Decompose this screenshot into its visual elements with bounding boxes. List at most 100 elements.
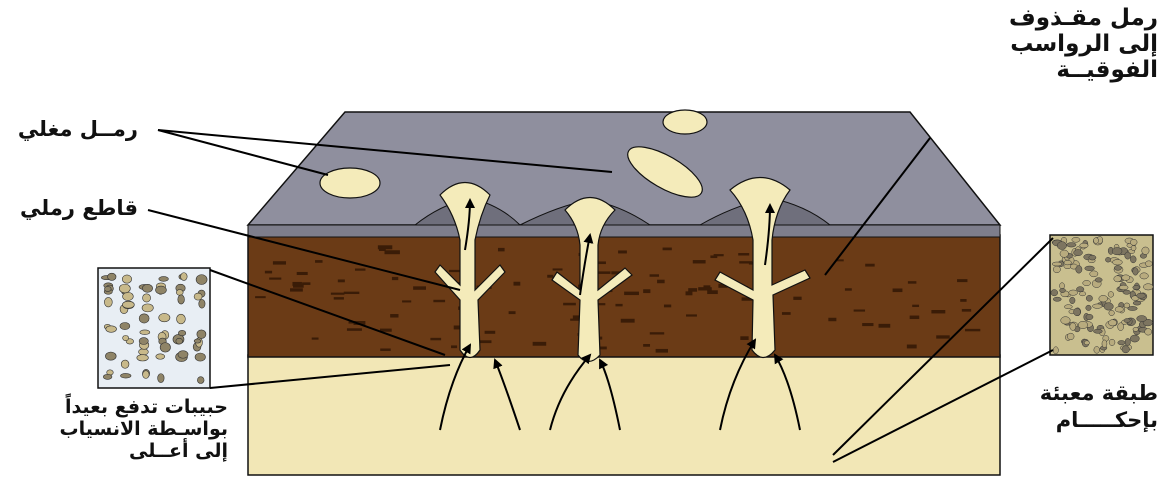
packed-grain xyxy=(1137,316,1147,322)
packed-grain xyxy=(1119,285,1128,290)
clay-speckle xyxy=(707,290,718,294)
clay-speckle xyxy=(862,323,873,326)
loose-grain xyxy=(176,338,183,344)
clay-speckle xyxy=(957,279,967,282)
packed-grain xyxy=(1079,292,1085,296)
clay-speckle xyxy=(931,310,945,313)
packed-grain xyxy=(1109,339,1115,345)
label-grains-pushed-line1: حبيبات تدفع بعيداً xyxy=(60,397,229,419)
loose-grain xyxy=(197,330,206,339)
clay-speckle xyxy=(547,275,553,278)
loose-grain xyxy=(178,351,188,359)
clay-speckle xyxy=(828,318,836,321)
label-packed-layer-line2: بإحكـــــام xyxy=(1040,407,1158,434)
clay-speckle xyxy=(615,304,622,306)
loose-grain xyxy=(160,343,170,352)
clay-speckle xyxy=(265,271,272,274)
packed-grain xyxy=(1070,323,1076,331)
packed-grain xyxy=(1053,347,1058,354)
packed-grain xyxy=(1051,290,1058,296)
loose-grain xyxy=(106,326,117,333)
packed-grain xyxy=(1095,278,1102,282)
packed-grain xyxy=(1128,306,1138,310)
clay-speckle xyxy=(686,314,697,316)
loose-grain xyxy=(178,330,185,335)
clay-speckle xyxy=(965,329,980,331)
clay-speckle xyxy=(402,300,411,302)
clay-speckle xyxy=(338,279,345,282)
packed-grain xyxy=(1074,308,1081,316)
packed-grain xyxy=(1060,288,1066,292)
packed-grain xyxy=(1115,307,1123,312)
loose-grain xyxy=(137,355,149,361)
label-sand-dike: قاطع رملي xyxy=(20,197,138,221)
clay-speckle xyxy=(355,269,366,271)
clay-speckle xyxy=(739,261,752,263)
loose-grain xyxy=(159,313,170,321)
packed-grain xyxy=(1064,305,1072,309)
packed-grain xyxy=(1145,329,1152,336)
clay-speckle xyxy=(413,286,426,289)
clay-speckle xyxy=(663,248,672,251)
loose-grain xyxy=(194,293,202,300)
loose-grain xyxy=(120,322,130,329)
packed-grain xyxy=(1085,266,1095,271)
clay-speckle xyxy=(563,303,576,306)
packed-grain xyxy=(1143,284,1153,290)
packed-grain xyxy=(1125,338,1130,345)
clay-speckle xyxy=(643,344,650,347)
packed-grain xyxy=(1114,276,1122,282)
clay-speckle xyxy=(912,305,919,307)
label-boiling-sand-text: رمــل مغلي xyxy=(18,118,138,142)
clay-speckle xyxy=(703,285,710,287)
clay-speckle xyxy=(908,281,916,283)
packed-grain xyxy=(1090,271,1098,277)
clay-speckle xyxy=(297,272,308,275)
loose-grain xyxy=(142,284,152,292)
packed-grain xyxy=(1118,323,1124,331)
clay-speckle xyxy=(621,319,635,323)
label-packed-layer-line1: طبقة معبئة xyxy=(1040,380,1158,407)
clay-speckle xyxy=(793,297,801,300)
packed-grain xyxy=(1131,245,1136,250)
packed-grain xyxy=(1076,287,1084,292)
clay-speckle xyxy=(347,328,362,331)
packed-grain xyxy=(1145,261,1152,267)
clay-speckle xyxy=(643,289,650,293)
label-ejected-sand: رمل مقـذوف إلى الرواسب الفوقيــة xyxy=(1009,6,1158,83)
label-grains-pushed-line3: إلى أعــلى xyxy=(60,441,229,463)
packed-grain xyxy=(1112,260,1122,265)
loose-grain xyxy=(123,335,129,340)
packed-grain xyxy=(1089,255,1096,260)
loose-grain xyxy=(105,352,116,360)
loose-grain xyxy=(176,289,183,295)
packed-grain xyxy=(1130,335,1139,342)
packed-grain xyxy=(1130,256,1136,263)
loose-grain xyxy=(139,349,149,355)
packed-grain xyxy=(1086,314,1093,319)
loose-grain xyxy=(177,314,186,324)
loose-grain xyxy=(181,273,188,281)
loose-grain xyxy=(142,304,153,312)
packed-grain xyxy=(1093,329,1102,333)
clay-speckle xyxy=(650,274,659,276)
packed-grain xyxy=(1086,295,1092,301)
surface-front xyxy=(248,225,1000,237)
label-sand-dike-text: قاطع رملي xyxy=(20,197,138,221)
clay-speckle xyxy=(485,331,496,334)
clay-speckle xyxy=(255,296,266,298)
label-packed-layer: طبقة معبئة بإحكـــــام xyxy=(1040,380,1158,435)
loose-grain xyxy=(122,275,131,283)
packed-grain xyxy=(1105,257,1110,262)
loose-grain xyxy=(139,338,148,345)
clay-speckle xyxy=(479,340,491,343)
clay-speckle xyxy=(269,278,281,280)
clay-speckle xyxy=(738,253,749,255)
packed-grain xyxy=(1072,237,1080,242)
loose-grain xyxy=(178,295,185,304)
loose-grain xyxy=(196,275,207,285)
packed-grain xyxy=(1080,243,1088,248)
packed-grain xyxy=(1124,319,1130,323)
loose-grain xyxy=(143,371,150,379)
clay-speckle xyxy=(693,260,706,263)
